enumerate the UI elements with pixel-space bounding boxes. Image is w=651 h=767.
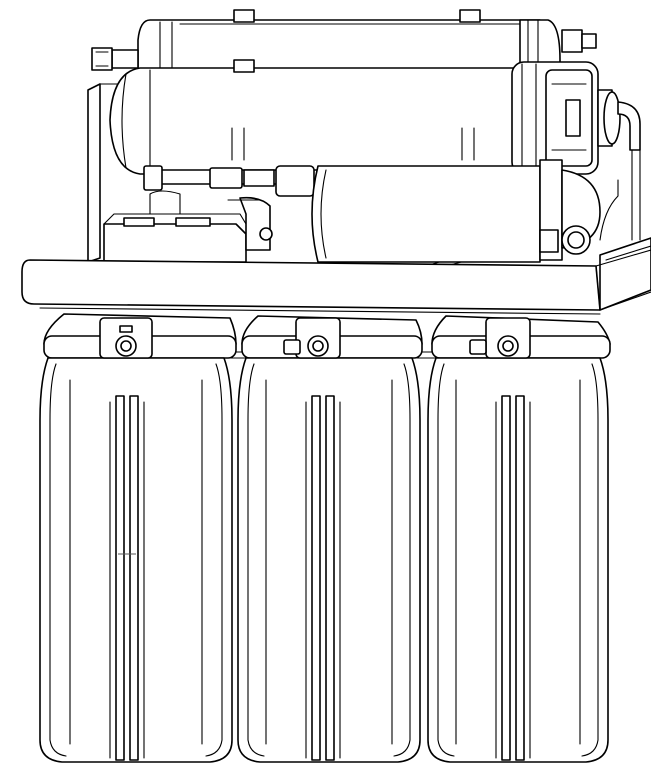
support-shelf [21,249,651,311]
pressure-switch [103,190,273,263]
shelf-shadow [39,307,601,315]
prefilter-housing-3 [427,315,611,763]
pump-body [311,159,601,263]
prefilter-housing-2 [237,315,423,763]
prefilter-housing-1 [39,313,237,763]
front-membrane-housing [109,59,641,175]
mounting-bracket [87,83,651,311]
